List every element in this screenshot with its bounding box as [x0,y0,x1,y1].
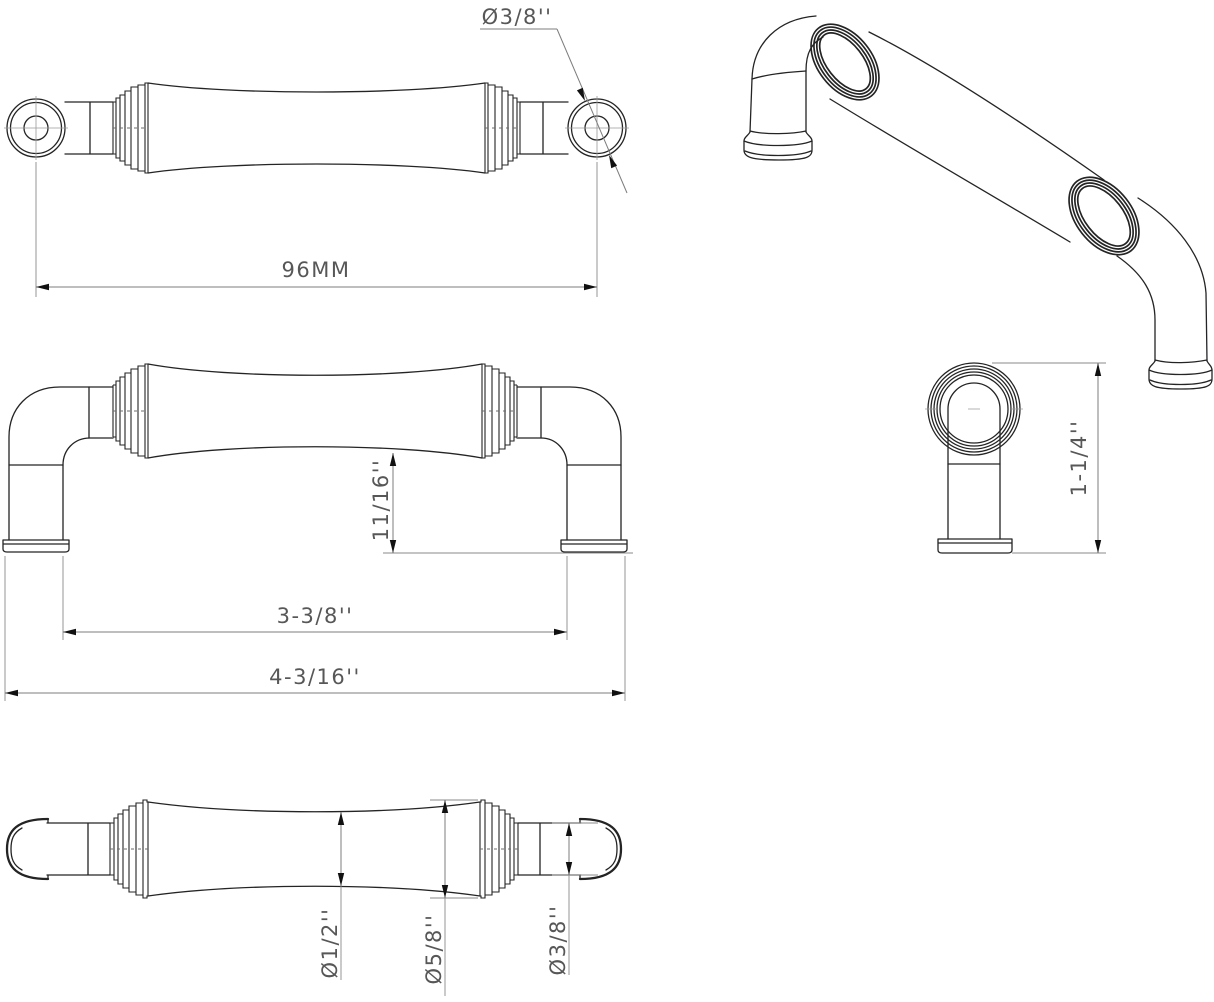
extension-lines [62,556,568,640]
arrow-bottom [389,540,397,553]
left-crosshair [4,96,68,160]
ferrule-diameter-label: Ø3/8'' [482,5,553,29]
upper-foot-rings [743,130,813,157]
right-foot [560,539,628,553]
collar-ring [1076,185,1132,247]
upper-leg-seam [751,70,807,80]
right-crosshair [565,96,629,160]
collar-ring [1068,176,1140,256]
post-diameter-label: Ø3/8'' [546,905,570,976]
left-inner-outline [62,437,114,541]
barrel-bottom-edge [829,98,1071,243]
arrow-top [565,823,573,836]
collar-ring [810,23,880,101]
arrow-bottom [565,862,573,875]
left-dome-outer [5,817,50,881]
grip-waist-label: Ø1/2'' [318,908,342,979]
arrow-left [63,628,76,636]
end-ring-label: Ø5/8'' [422,914,446,985]
leg-silhouette [947,382,1001,540]
upper-foot-outline [743,131,813,161]
arrow-right [554,628,567,636]
left-neck [46,818,111,880]
right-dome-outer [578,817,623,881]
leader-arrow-top [576,87,585,101]
top-view [4,82,629,174]
right-arm [519,101,569,155]
left-rib-stack [109,799,149,899]
arrow-bottom [337,873,345,886]
lower-elbow-inner [1116,255,1156,362]
dim-96mm: 96MM [35,162,598,297]
left-outer-outline [8,386,114,541]
arrow-top [389,453,397,466]
dim-4-3-16: 4-3/16'' [4,556,626,701]
arrow-left [5,689,18,697]
lower-elbow-outer [1137,197,1208,362]
dim-11-16: 11/16'' [369,453,633,554]
arrow-top [1094,363,1102,376]
foot [937,538,1013,554]
arrow-bottom [441,885,449,898]
arrow-top [337,812,345,825]
overall-length-label: 4-3/16'' [269,665,361,689]
arrow-top [441,800,449,813]
collar-ring [818,32,872,92]
inner-span-label: 3-3/8'' [277,604,354,628]
collar-ring [1074,182,1134,250]
dim-post: Ø3/8'' [546,822,598,976]
leader-arrow-bottom [609,155,618,169]
upper-elbow-outer [751,15,817,80]
lower-foot-outline [1148,360,1213,390]
lower-collar [1068,176,1140,256]
right-dome-inner [605,827,618,871]
left-foot [2,539,70,553]
barrel-outline [147,363,483,459]
arrow-right [612,689,625,697]
clearance-label: 11/16'' [369,459,393,542]
collar-ring [1071,179,1137,253]
projection-height-label: 1-1/4'' [1067,420,1091,497]
dim-3-3-8: 3-3/8'' [62,556,568,640]
collar-ring [815,29,875,95]
arrow-right [584,283,597,291]
barrel-top-edge [868,31,1105,181]
dim-grip-waist: Ø1/2'' [318,812,345,980]
arrow-bottom [1094,540,1102,553]
extension-lines [4,556,626,701]
dim-end-ring: Ø5/8'' [422,799,478,996]
dim-1-1-4: 1-1/4'' [992,362,1106,554]
upper-collar [810,23,880,101]
extension-lines [992,362,1106,554]
barrel-outline [147,801,481,897]
lower-foot-rings [1148,359,1213,386]
right-neck [517,818,582,880]
extension-lines [35,162,598,297]
extension-ticks [552,822,598,876]
extension-ticks [430,799,478,899]
perspective-view [743,15,1213,390]
barrel-outline [147,82,486,174]
right-rib-stack [479,799,519,899]
bottom-view [5,799,623,899]
left-arm [64,101,114,155]
arrow-left [36,283,49,291]
front-view [2,363,628,553]
collar-ring-5 [939,374,1009,444]
dim-ferrule-diameter: Ø3/8'' [480,5,628,194]
upper-leg-edges [749,70,807,133]
center-to-center-label: 96MM [282,258,351,282]
left-dome-inner [10,827,23,871]
right-inner-outline [516,437,568,541]
end-view [925,362,1023,554]
right-outer-outline [516,386,622,541]
collar-ring [813,26,877,98]
